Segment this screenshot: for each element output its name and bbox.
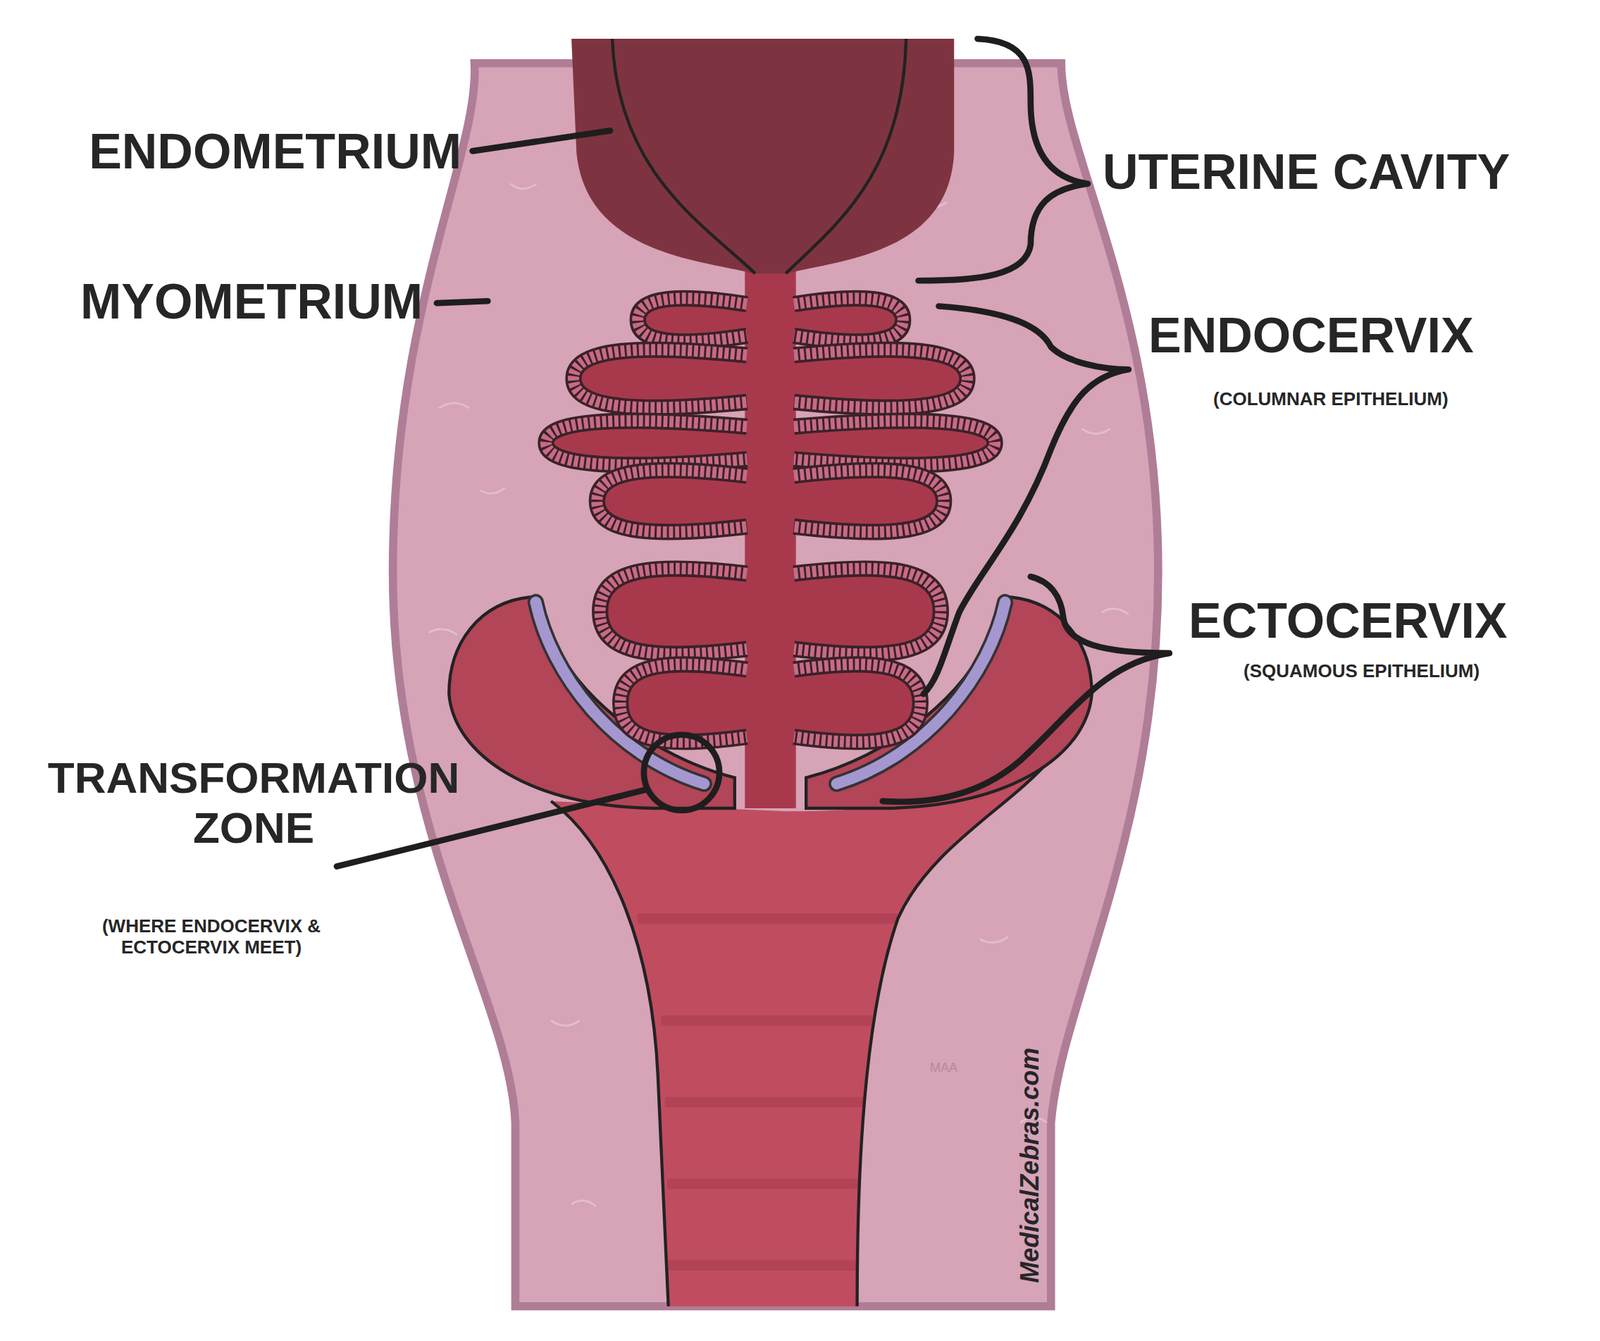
gland-lumen [600, 568, 748, 654]
endometrium-line [612, 38, 756, 274]
gland-lumen [794, 420, 995, 465]
gland-lumen [596, 469, 747, 532]
leader-lines [336, 38, 1170, 867]
gland-epithelium [596, 469, 747, 532]
gland-epithelium [794, 298, 904, 341]
uterine-cavity [571, 38, 954, 274]
gland-lumen [794, 349, 968, 408]
watermark: MedicalZebras.com [1015, 1045, 1045, 1286]
structure-label: TRANSFORMATION ZONE [14, 752, 494, 854]
gland-epithelium [794, 568, 942, 654]
gland-lumen [546, 420, 747, 465]
gland-outline [794, 664, 921, 742]
gland-epithelium [620, 664, 748, 742]
gland-outline [794, 349, 968, 408]
gland-lumen [794, 298, 904, 341]
gland-outline [596, 469, 747, 532]
structure-label: MYOMETRIUM [21, 273, 423, 331]
gland-lumen [637, 298, 747, 341]
gland-epithelium [600, 568, 748, 654]
structure-label: ECTOCERVIX [1188, 592, 1591, 650]
epithelium-note: (SQUAMOUS EPITHELIUM) [1243, 660, 1582, 682]
uterine-cavity-brace [918, 38, 1088, 281]
gland-lumen [794, 664, 921, 742]
structure-label: UTERINE CAVITY [1102, 143, 1568, 201]
gland-outline [794, 420, 995, 465]
gland-epithelium [573, 349, 747, 408]
vagina-wall-left [550, 801, 669, 1307]
structure-label: ENDOCERVIX [1148, 307, 1572, 365]
endometrium-leader [472, 130, 611, 151]
gland-epithelium [794, 349, 968, 408]
gland-epithelium [637, 298, 747, 341]
gland-lumen [573, 349, 747, 408]
artist-signature: MAA [929, 1060, 973, 1076]
endocervix-brace [923, 305, 1129, 694]
gland-outline [794, 568, 942, 654]
gland-outline [546, 420, 747, 465]
gland-epithelium [546, 420, 747, 465]
gland-outline [600, 568, 748, 654]
gland-epithelium [794, 469, 945, 532]
transformation-zone-circle [643, 734, 720, 811]
gland-lumen [794, 469, 945, 532]
gland-outline [620, 664, 748, 742]
gland-lumen [794, 568, 942, 654]
endocervical-canal [744, 267, 796, 809]
zone-note: (WHERE ENDOCERVIX & ECTOCERVIX MEET) [63, 915, 360, 959]
gland-outline [794, 298, 904, 341]
structure-label: ENDOMETRIUM [28, 123, 462, 181]
gland-outline [637, 298, 747, 341]
gland-outline [573, 349, 747, 408]
gland-epithelium [794, 664, 921, 742]
gland-outline [794, 469, 945, 532]
epithelium-note: (COLUMNAR EPITHELIUM) [1213, 388, 1580, 411]
endometrium-line [785, 38, 907, 274]
myometrium-leader [436, 300, 488, 303]
gland-lumen [620, 664, 748, 742]
ectocervix-brace [882, 576, 1170, 802]
endocervical-glands [546, 298, 995, 742]
gland-epithelium [794, 420, 995, 465]
